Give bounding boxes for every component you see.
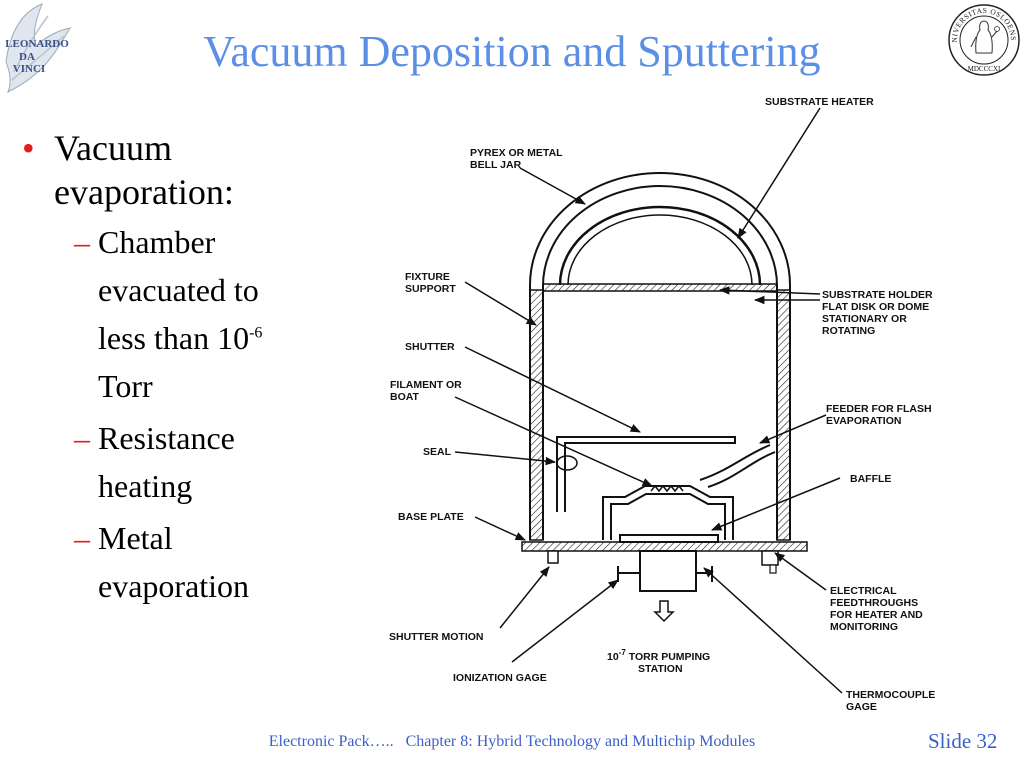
subbullet-line: Chamber: [98, 224, 216, 260]
label-feedthroughs: ELECTRICAL: [830, 585, 897, 597]
baffle: [619, 534, 719, 543]
label-shutter-motion: SHUTTER MOTION: [389, 631, 484, 643]
label-ionization-gage: IONIZATION GAGE: [453, 672, 547, 684]
subbullet-line-pressure: less than 10-6: [98, 314, 322, 362]
bullet-list: • Vacuum evaporation: – Chamber evacuate…: [22, 126, 322, 610]
filament-boat: [602, 484, 734, 540]
slide-number: Slide 32: [928, 729, 998, 753]
subbullet-marker: –: [74, 224, 90, 260]
logo-line-2: DA: [19, 51, 35, 63]
label-bell-jar: BELL JAR: [470, 159, 522, 171]
bell-jar: [529, 172, 791, 540]
label-thermocouple-gage: GAGE: [846, 701, 877, 713]
subbullet-line: evaporation: [98, 568, 250, 604]
label-pumping-station: 10-7 TORR PUMPING: [607, 648, 710, 663]
label-seal: SEAL: [423, 446, 452, 458]
leader-lines: [454, 107, 843, 694]
label-fixture-support: SUPPORT: [405, 283, 456, 295]
label-feeder: FEEDER FOR FLASH: [826, 403, 932, 415]
label-substrate-holder: ROTATING: [822, 325, 875, 337]
subbullet-line: Torr: [98, 368, 153, 404]
flash-feeder: [699, 444, 776, 488]
seal-ring: [556, 455, 578, 471]
seal-year: MDCCCXI: [968, 65, 1001, 73]
label-feeder: EVAPORATION: [826, 415, 901, 427]
university-seal-logo: UNIVERSITAS OSLOENSIS MDCCCXI: [947, 3, 1020, 76]
pumping-port: [617, 550, 713, 623]
label-fixture-support: FIXTURE: [405, 271, 450, 283]
subbullet-line: Resistance: [98, 420, 235, 456]
subbullet-metal-evaporation: – Metal evaporation: [22, 514, 322, 610]
bullet-marker: •: [22, 128, 35, 168]
label-baffle: BAFFLE: [850, 473, 891, 485]
bullet-vacuum-evaporation: • Vacuum evaporation:: [22, 126, 322, 214]
label-thermocouple-gage: THERMOCOUPLE: [846, 689, 935, 701]
bullet-line: Vacuum: [54, 128, 172, 168]
label-substrate-holder: SUBSTRATE HOLDER: [822, 289, 933, 301]
substrate-holder: [542, 283, 778, 292]
label-base-plate: BASE PLATE: [398, 511, 464, 523]
chamber-wall-right: [776, 289, 791, 541]
subbullet-resistance-heating: – Resistance heating: [22, 414, 322, 510]
slide-title: Vacuum Deposition and Sputtering: [203, 27, 821, 76]
label-filament: FILAMENT OR: [390, 379, 462, 391]
label-feedthroughs: MONITORING: [830, 621, 898, 633]
subbullet-marker: –: [74, 420, 90, 456]
subbullet-line: heating: [98, 468, 193, 504]
label-substrate-holder: STATIONARY OR: [822, 313, 907, 325]
pumping-suffix: TORR PUMPING: [626, 651, 710, 663]
leonardo-da-vinci-logo: LEONARDO DA VINCI: [5, 3, 71, 94]
subbullet-line: evacuated to: [98, 272, 259, 308]
bullet-line: evaporation:: [54, 172, 234, 212]
pressure-text: less than 10: [98, 320, 250, 356]
label-shutter: SHUTTER: [405, 341, 455, 353]
label-substrate-heater: SUBSTRATE HEATER: [765, 96, 874, 108]
logo-line-1: LEONARDO: [5, 38, 69, 50]
chamber-wall-left: [529, 289, 544, 541]
label-feedthroughs: FEEDTHROUGHS: [830, 597, 918, 609]
base-plate: [521, 541, 808, 552]
shutter-arm: [556, 436, 736, 512]
vacuum-chamber-diagram: SUBSTRATE HEATER PYREX OR METAL BELL JAR…: [389, 96, 935, 713]
subbullet-chamber: – Chamber evacuated to less than 10-6 To…: [22, 218, 322, 410]
label-feedthroughs: FOR HEATER AND: [830, 609, 923, 621]
label-pumping-station: STATION: [638, 663, 683, 675]
diagram-labels: SUBSTRATE HEATER PYREX OR METAL BELL JAR…: [389, 96, 935, 713]
label-substrate-holder: FLAT DISK OR DOME: [822, 301, 929, 313]
subbullet-line: Metal: [98, 520, 173, 556]
pumping-prefix: 10: [607, 651, 619, 663]
label-bell-jar: PYREX OR METAL: [470, 147, 563, 159]
pumping-exponent: -7: [619, 648, 627, 657]
label-filament: BOAT: [390, 391, 420, 403]
shutter-knob: [547, 550, 559, 564]
subbullet-marker: –: [74, 520, 90, 556]
logo-line-3: VINCI: [13, 63, 45, 75]
pressure-exponent: -6: [249, 324, 263, 342]
footer-text: Electronic Pack….. Chapter 8: Hybrid Tec…: [268, 733, 756, 750]
